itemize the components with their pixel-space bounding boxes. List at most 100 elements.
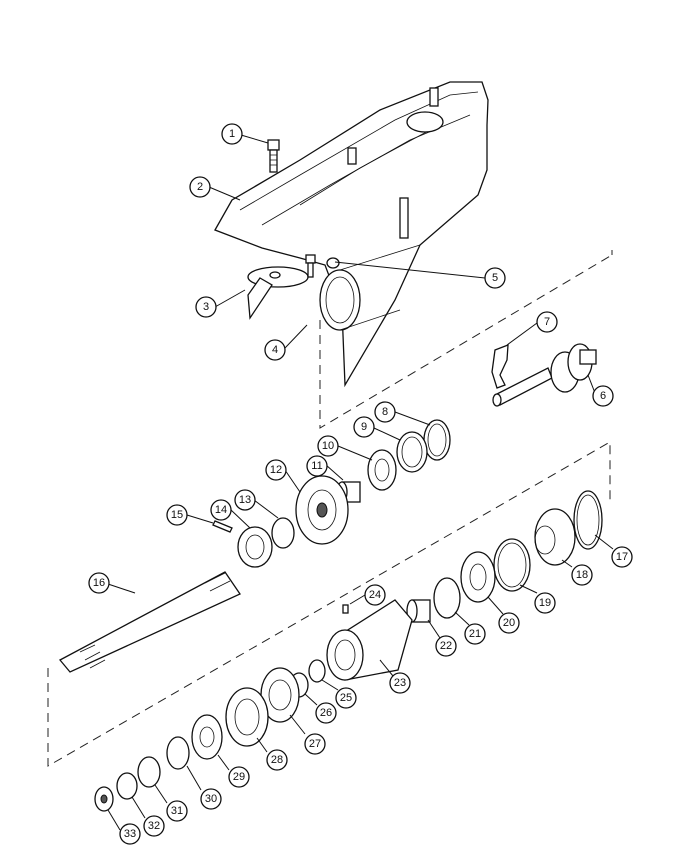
callout-circle [592, 385, 614, 407]
callout-label: 5 [492, 272, 498, 284]
callout-label: 7 [544, 316, 550, 328]
callout-circle [265, 459, 287, 481]
callout-label: 4 [272, 344, 278, 356]
callout-circle [571, 564, 593, 586]
callout-label: 1 [229, 128, 235, 140]
callout-circle [234, 489, 256, 511]
callout-circle [335, 687, 357, 709]
callout-circle [317, 435, 339, 457]
callout-circle [484, 267, 506, 289]
callout-label: 17 [616, 551, 628, 563]
callout-circle [464, 623, 486, 645]
housing-slot [399, 197, 409, 239]
pinion-gear [295, 475, 349, 545]
small-screw [342, 604, 349, 614]
callout-label: 19 [539, 597, 551, 609]
callout-circle [611, 546, 633, 568]
callout-label: 20 [503, 617, 515, 629]
reverse-gear [534, 508, 576, 566]
spacer [137, 756, 161, 788]
callout-label: 28 [271, 754, 283, 766]
callout-label: 24 [369, 589, 381, 601]
housing-stud [347, 147, 357, 165]
callout-label: 11 [311, 460, 322, 472]
callout-label: 13 [239, 494, 251, 506]
callout-circle [306, 455, 328, 477]
callout-circle [304, 733, 326, 755]
retaining-ring [271, 517, 295, 549]
callout-label: 9 [361, 421, 367, 433]
bearing-race [396, 431, 428, 473]
tapered-bearing [367, 449, 397, 491]
screw [305, 254, 316, 278]
shim-ring [573, 490, 603, 550]
callout-label: 12 [270, 464, 282, 476]
callout-label: 2 [197, 181, 203, 193]
seal [308, 659, 326, 683]
callout-label: 29 [233, 771, 245, 783]
callout-label: 23 [394, 677, 406, 689]
callout-circle [315, 702, 337, 724]
callout-circle [119, 823, 141, 845]
callout-label: 14 [215, 504, 227, 516]
callout-circle [166, 800, 188, 822]
callout-label: 18 [576, 569, 588, 581]
tab-washer [166, 736, 190, 770]
cross-pin [212, 520, 233, 533]
callout-circle [264, 339, 286, 361]
callout-circle [374, 401, 396, 423]
callout-circle [364, 584, 386, 606]
callout-label: 10 [322, 440, 334, 452]
callout-circle [498, 612, 520, 634]
gear-housing [214, 81, 489, 388]
callout-circle [195, 296, 217, 318]
housing-port [406, 111, 444, 133]
callout-label: 3 [203, 301, 209, 313]
housing-stud [429, 87, 439, 107]
callout-circle [221, 123, 243, 145]
shift-clip [491, 344, 509, 389]
callout-circle [435, 635, 457, 657]
ball-bearing [460, 551, 496, 603]
callout-label: 26 [320, 707, 332, 719]
callout-circle [389, 672, 411, 694]
callout-label: 22 [440, 640, 452, 652]
callout-circle [266, 749, 288, 771]
callout-circle [200, 788, 222, 810]
callout-circle [228, 766, 250, 788]
o-ring [433, 577, 461, 619]
leader-lines [107, 134, 614, 831]
callout-circle [536, 311, 558, 333]
spacer [191, 714, 223, 760]
callout-circle [143, 815, 165, 837]
sliding-clutch [237, 526, 273, 568]
callout-circle [353, 416, 375, 438]
needle-bearing [406, 599, 431, 623]
callout-label: 16 [93, 577, 105, 589]
callout-circle [189, 176, 211, 198]
callout-circle [534, 592, 556, 614]
callout-label: 8 [382, 406, 388, 418]
trim-tab [247, 266, 309, 320]
callout-circle [88, 572, 110, 594]
callout-labels: 1 2 3 4 5 6 7 8 9 10 11 12 13 14 15 16 1 [88, 123, 633, 845]
callout-label: 25 [340, 692, 352, 704]
housing-hole [326, 257, 340, 269]
callout-label: 15 [171, 509, 183, 521]
tab-washer [116, 772, 138, 800]
callout-label: 33 [124, 828, 136, 840]
propeller-shaft [58, 571, 241, 673]
callout-circle [166, 504, 188, 526]
screw [267, 139, 280, 173]
callout-label: 31 [171, 805, 183, 817]
callout-label: 27 [309, 738, 321, 750]
thrust-washer [493, 538, 531, 592]
shift-shaft-assembly [492, 343, 597, 407]
callout-label: 32 [148, 820, 160, 832]
callout-label: 6 [600, 390, 606, 402]
callout-circle [210, 499, 232, 521]
callout-label: 21 [469, 628, 481, 640]
thrust-hub [225, 687, 269, 747]
assembly-guide-lines [47, 250, 613, 767]
